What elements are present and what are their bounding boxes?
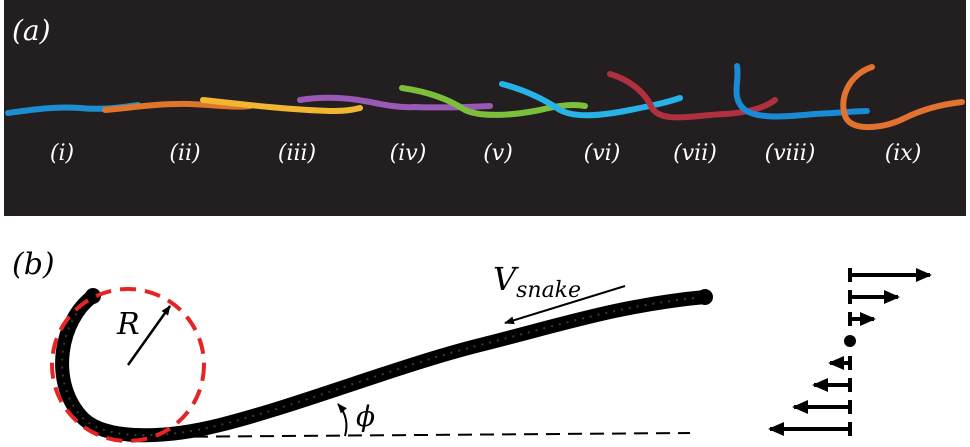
frame-label-1: (i) (50, 141, 74, 166)
turning-circle (50, 287, 206, 443)
frame-labels: (i) (ii) (iii) (iv) (v) (vi) (vii) (viii) (ix) (50, 141, 921, 166)
frame-label-4: (iv) (390, 141, 427, 166)
velocity-symbol: V (493, 260, 519, 298)
frame-label-8: (viii) (765, 141, 816, 166)
snake-frame-2 (102, 100, 253, 113)
frame-label-5: (v) (483, 141, 513, 166)
velocity-arrow (504, 285, 626, 325)
panel-a-label: (a) (12, 14, 51, 47)
frame-label-7: (vii) (673, 141, 717, 166)
frame-label-9: (ix) (885, 141, 922, 166)
snake-frame-6 (499, 81, 683, 119)
angle-arc (337, 403, 348, 437)
frame-label-6: (vi) (584, 141, 621, 166)
reference-line (149, 432, 691, 438)
velocity-label: Vsnake (493, 260, 581, 303)
snake-body (55, 289, 712, 443)
snake-head (85, 288, 101, 304)
snake-frame-5 (399, 85, 588, 118)
snake-frames (5, 63, 965, 131)
radius-label: R (116, 307, 140, 342)
frame-label-3: (iii) (278, 141, 316, 166)
flow-arrow-4 (844, 335, 856, 347)
frame-label-2: (ii) (169, 141, 200, 166)
snake-frame-9 (840, 64, 965, 131)
snake-tail (697, 289, 713, 305)
angle-label: ϕ (356, 400, 375, 433)
snake-frame-3 (200, 97, 363, 115)
velocity-subscript: snake (516, 278, 581, 303)
flow-profile (768, 268, 932, 436)
radius-arrow (126, 305, 172, 366)
panel-b-label: (b) (12, 247, 55, 282)
